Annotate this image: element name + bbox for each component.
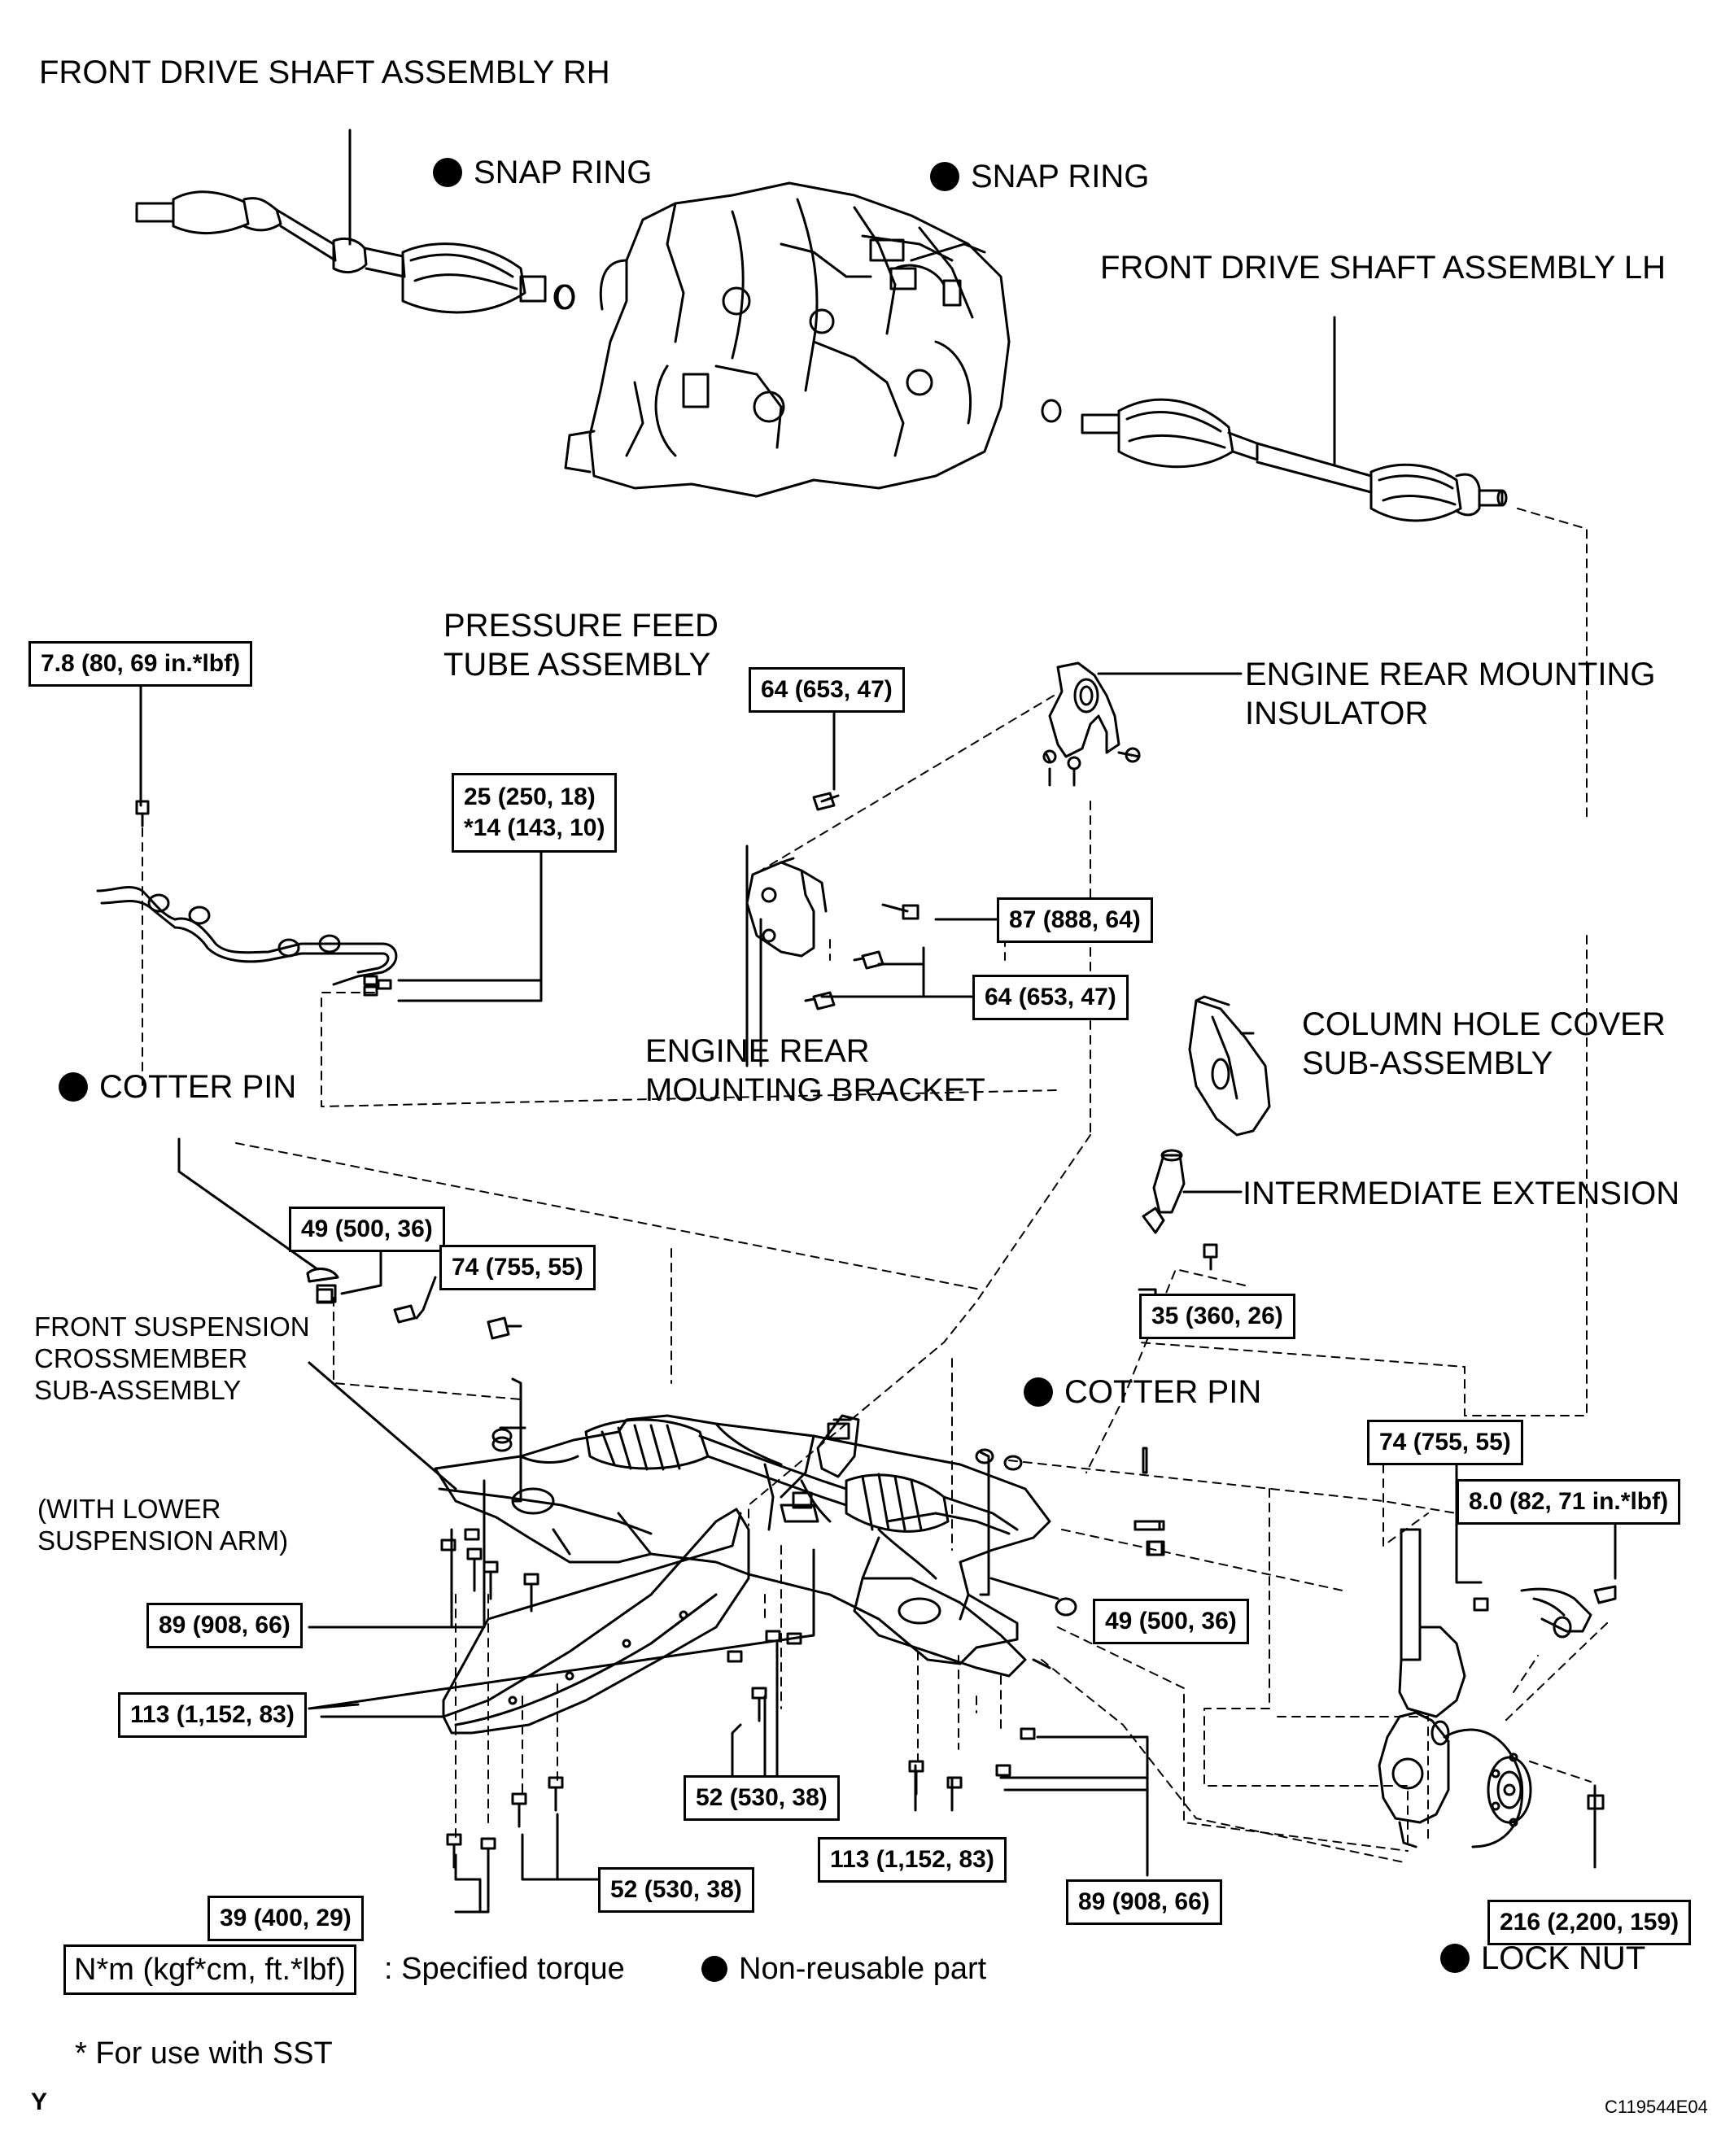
torque-box-25-14: 25 (250, 18) *14 (143, 10) (452, 773, 618, 853)
drive-shaft-lh-drawing (1081, 398, 1508, 522)
torque-box-52-mid: 52 (530, 38) (684, 1775, 840, 1821)
intermediate-extension-drawing (1142, 1149, 1218, 1271)
crossmember-bolts-drawing (440, 1520, 1165, 1873)
legend-non-reusable-text: Non-reusable part (739, 1952, 987, 1986)
column-hole-cover-drawing (1188, 995, 1271, 1137)
dashed-lines (142, 508, 1608, 1864)
small-parts-drawing (306, 1268, 1605, 1810)
torque-box-87: 87 (888, 64) (997, 897, 1153, 943)
torque-14-line2: *14 (143, 10) (464, 814, 605, 841)
label-lower-arm-line1: (WITH LOWER (37, 1494, 221, 1524)
torque-box-113-left: 113 (1,152, 83) (118, 1692, 307, 1738)
torque-box-8-0: 8.0 (82, 71 in.*lbf) (1457, 1479, 1681, 1525)
lock-nut-text: LOCK NUT (1481, 1940, 1646, 1976)
crossmember-drawing (306, 1268, 1077, 1735)
torque-box-49-left: 49 (500, 36) (289, 1207, 445, 1252)
cotter-pin-left-text: COTTER PIN (99, 1069, 297, 1105)
cotter-pin-right-text: COTTER PIN (1064, 1374, 1262, 1410)
torque-box-89-right: 89 (908, 66) (1066, 1879, 1222, 1925)
drive-shaft-rh-drawing (135, 190, 575, 314)
torque-box-49-right: 49 (500, 36) (1093, 1599, 1249, 1644)
bracket-bolts-drawing (804, 792, 919, 1010)
legend-sst-note: * For use with SST (75, 2036, 333, 2071)
torque-box-52-low: 52 (530, 38) (598, 1867, 754, 1913)
label-column-hole-cover-line1: COLUMN HOLE COVER (1302, 1006, 1666, 1042)
label-engine-rear-insulator-line1: ENGINE REAR MOUNTING (1245, 657, 1656, 692)
legend-non-reusable: Non-reusable part (701, 1949, 986, 1988)
torque-box-74-left: 74 (755, 55) (439, 1245, 596, 1290)
label-engine-rear-bracket-line2: MOUNTING BRACKET (645, 1072, 985, 1108)
label-cotter-pin-left: COTTER PIN (59, 1067, 296, 1106)
label-column-hole-cover-line2: SUB-ASSEMBLY (1302, 1045, 1553, 1081)
label-front-suspension-line1: FRONT SUSPENSION (34, 1311, 310, 1342)
non-reusable-dot-icon (701, 1956, 727, 1982)
label-front-suspension-line2: CROSSMEMBER (34, 1343, 248, 1373)
legend-unit-box: N*m (kgf*cm, ft.*lbf) (63, 1944, 356, 1995)
torque-box-64-top: 64 (653, 47) (749, 667, 905, 713)
torque-box-216: 216 (2,200, 159) (1487, 1900, 1692, 1945)
label-front-suspension-line3: SUB-ASSEMBLY (34, 1375, 242, 1405)
torque-box-89-left: 89 (908, 66) (146, 1603, 303, 1648)
snap-ring-rh-drawing (553, 284, 574, 310)
label-front-drive-shaft-lh: FRONT DRIVE SHAFT ASSEMBLY LH (1100, 250, 1666, 286)
non-reusable-dot-icon (433, 158, 462, 187)
figure-code: C119544E04 (1605, 2097, 1708, 2117)
abs-sensor-drawing (1520, 1585, 1617, 1639)
non-reusable-dot-icon (1024, 1377, 1053, 1407)
torque-box-74-right: 74 (755, 55) (1367, 1420, 1523, 1465)
label-engine-rear-insulator-line2: INSULATOR (1245, 696, 1429, 731)
snap-ring-rh-text: SNAP RING (474, 155, 653, 190)
snap-ring-lh-text: SNAP RING (971, 159, 1150, 194)
torque-box-39: 39 (400, 29) (207, 1896, 364, 1941)
label-intermediate-extension: INTERMEDIATE EXTENSION (1243, 1176, 1680, 1211)
legend-unit-description: : Specified torque (384, 1952, 625, 1986)
label-lock-nut: LOCK NUT (1440, 1939, 1645, 1978)
label-pressure-feed-line2: TUBE ASSEMBLY (443, 647, 711, 683)
label-pressure-feed-line1: PRESSURE FEED (443, 608, 719, 644)
torque-25-line1: 25 (250, 18) (464, 783, 596, 810)
non-reusable-dot-icon (59, 1072, 88, 1102)
engine-rear-bracket-drawing (745, 857, 828, 958)
steering-knuckle-drawing (1378, 1528, 1532, 1848)
corner-mark: Y (31, 2088, 48, 2115)
torque-box-35: 35 (360, 26) (1139, 1294, 1295, 1339)
label-lower-arm-line2: SUSPENSION ARM) (37, 1525, 289, 1556)
transaxle-drawing (564, 181, 1011, 498)
snap-ring-lh-drawing (1041, 399, 1062, 423)
pressure-feed-tube-drawing (96, 800, 398, 997)
label-cotter-pin-right: COTTER PIN (1024, 1373, 1261, 1412)
torque-box-64-mid: 64 (653, 47) (972, 975, 1129, 1020)
non-reusable-dot-icon (1440, 1944, 1470, 1973)
label-snap-ring-rh: SNAP RING (433, 153, 652, 192)
non-reusable-dot-icon (930, 162, 959, 191)
engine-rear-insulator-drawing (1042, 661, 1141, 787)
torque-box-7-8: 7.8 (80, 69 in.*lbf) (28, 641, 253, 687)
label-front-drive-shaft-rh: FRONT DRIVE SHAFT ASSEMBLY RH (39, 55, 610, 90)
label-engine-rear-bracket-line1: ENGINE REAR (645, 1033, 870, 1069)
torque-box-113-mid: 113 (1,152, 83) (818, 1837, 1007, 1883)
label-snap-ring-lh: SNAP RING (930, 157, 1149, 196)
